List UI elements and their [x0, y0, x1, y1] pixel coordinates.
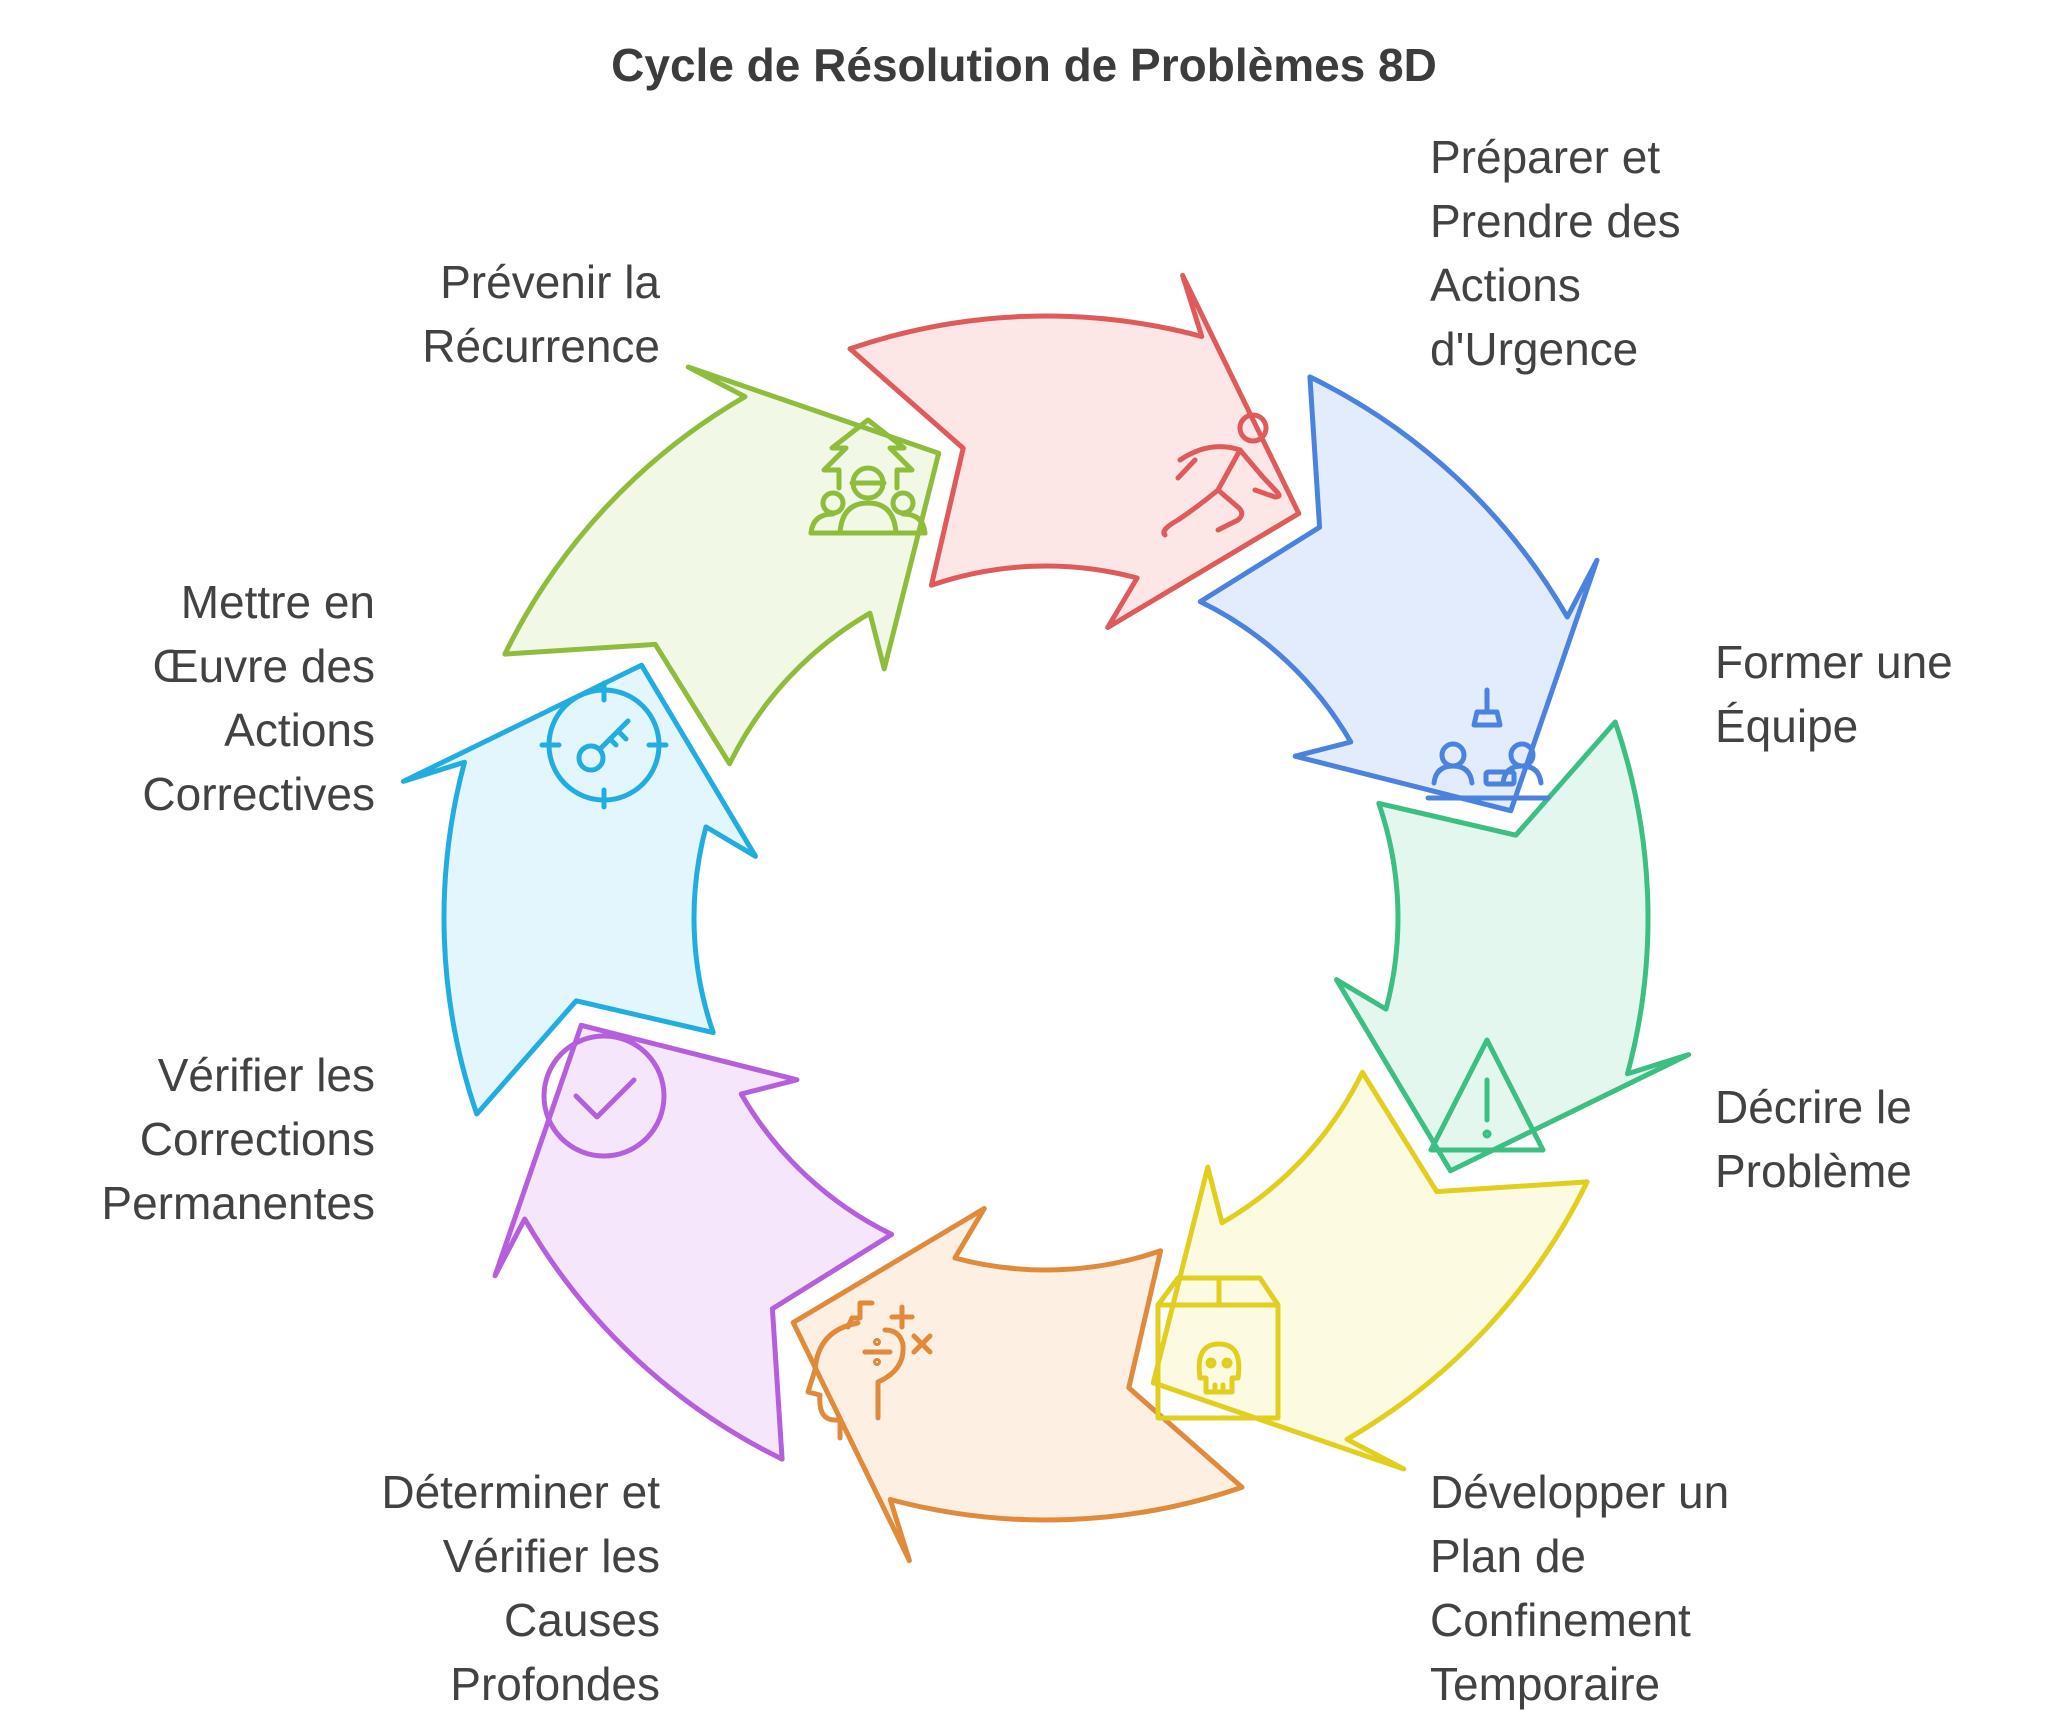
- cycle-arrow-contain: [1150, 1069, 1590, 1472]
- cycle-arrow-verify: [492, 1022, 895, 1462]
- cycle-arrow-prepare: [847, 272, 1302, 630]
- cycle-arrow-correct: [400, 662, 758, 1117]
- cycle-arrow-describe: [1334, 719, 1692, 1174]
- team-meeting-icon: [1425, 687, 1551, 801]
- check-circle-icon: [541, 1033, 667, 1159]
- target-key-icon: [539, 680, 669, 810]
- cycle-arrow-team: [1197, 374, 1600, 814]
- warning-triangle-icon: [1428, 1037, 1546, 1153]
- team-growth-icon: [808, 417, 928, 536]
- analytical-head-icon: [805, 1300, 933, 1441]
- running-person-icon: [1161, 412, 1282, 538]
- hazard-box-icon: [1155, 1275, 1281, 1421]
- cycle-arrow-causes: [790, 1206, 1245, 1564]
- diagram-title: Cycle de Résolution de Problèmes 8D: [611, 39, 1437, 91]
